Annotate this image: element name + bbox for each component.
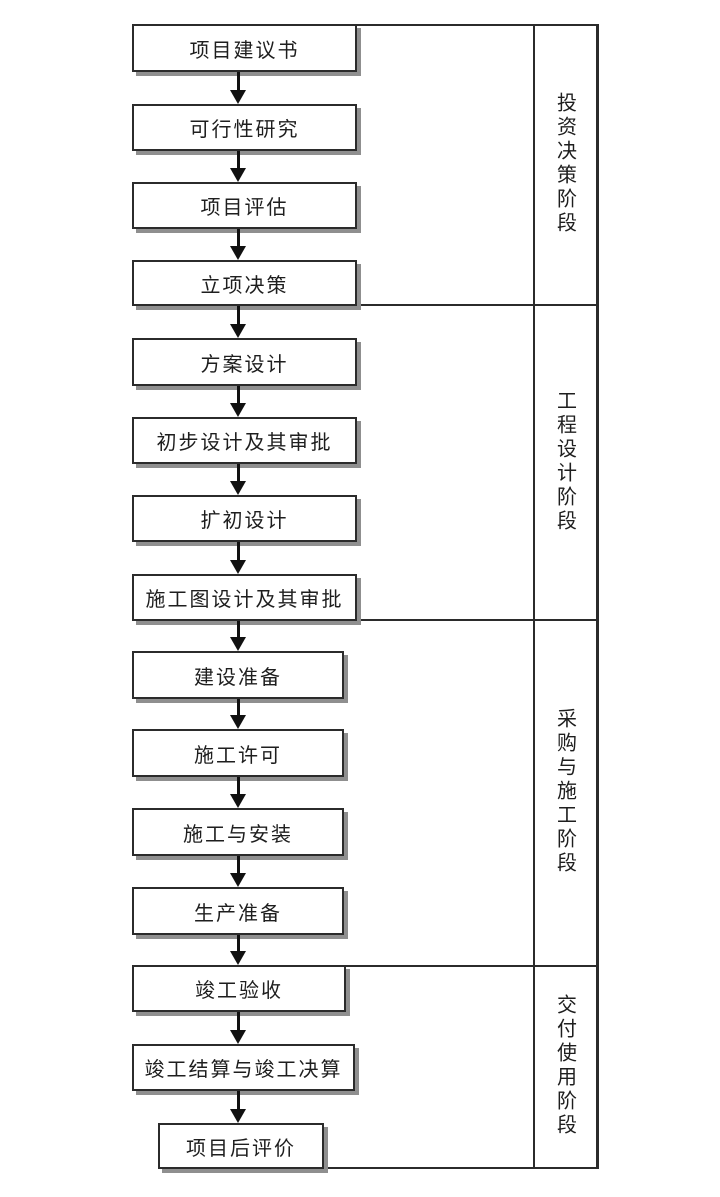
box-feasibility-study: 可行性研究	[132, 104, 357, 151]
phase-engineering-design: 工程设计阶段	[553, 389, 576, 534]
arrow-down-connector-11	[230, 856, 246, 887]
phase-investment-decision: 投资决策阶段	[553, 92, 576, 236]
connector-line-phase2-3	[356, 619, 599, 621]
connector-line-phase1-2	[356, 304, 599, 306]
box-project-evaluation: 项目评估	[132, 182, 357, 229]
box-project-approval-decision: 立项决策	[132, 260, 357, 306]
box-preliminary-design-approval: 初步设计及其审批	[132, 417, 357, 464]
phase-procurement-construction: 采购与施工阶段	[553, 708, 576, 876]
arrow-down-connector-4	[230, 306, 246, 338]
arrow-down-connector-13	[230, 1012, 246, 1044]
arrow-down-connector-14	[230, 1091, 246, 1123]
arrow-down-connector-2	[230, 151, 246, 182]
box-construction-permit: 施工许可	[132, 729, 344, 777]
phase-delivery-use: 交付使用阶段	[553, 994, 576, 1138]
box-scheme-design: 方案设计	[132, 338, 357, 386]
arrow-down-connector-1	[230, 72, 246, 104]
arrow-down-connector-9	[230, 699, 246, 729]
box-construction-preparation: 建设准备	[132, 651, 344, 699]
phase-column-right-border	[596, 24, 599, 1169]
box-construction-installation: 施工与安装	[132, 808, 344, 856]
arrow-down-connector-5	[230, 386, 246, 417]
arrow-down-connector-3	[230, 229, 246, 260]
phase-column-left-border	[533, 24, 535, 1169]
box-project-proposal: 项目建议书	[132, 24, 357, 72]
arrow-down-connector-12	[230, 935, 246, 965]
arrow-down-connector-7	[230, 542, 246, 574]
box-completion-settlement-final-accounts: 竣工结算与竣工决算	[132, 1044, 355, 1091]
connector-line-phase3-4	[345, 965, 599, 967]
box-production-preparation: 生产准备	[132, 887, 344, 935]
box-expanded-preliminary-design: 扩初设计	[132, 495, 357, 542]
arrow-down-connector-8	[230, 621, 246, 651]
box-completion-acceptance: 竣工验收	[132, 965, 346, 1012]
box-post-project-evaluation: 项目后评价	[158, 1123, 324, 1169]
box-construction-drawing-design-approval: 施工图设计及其审批	[132, 574, 357, 621]
arrow-down-connector-10	[230, 777, 246, 808]
arrow-down-connector-6	[230, 464, 246, 495]
connector-line-top	[356, 24, 599, 26]
connector-line-bottom	[323, 1167, 599, 1169]
